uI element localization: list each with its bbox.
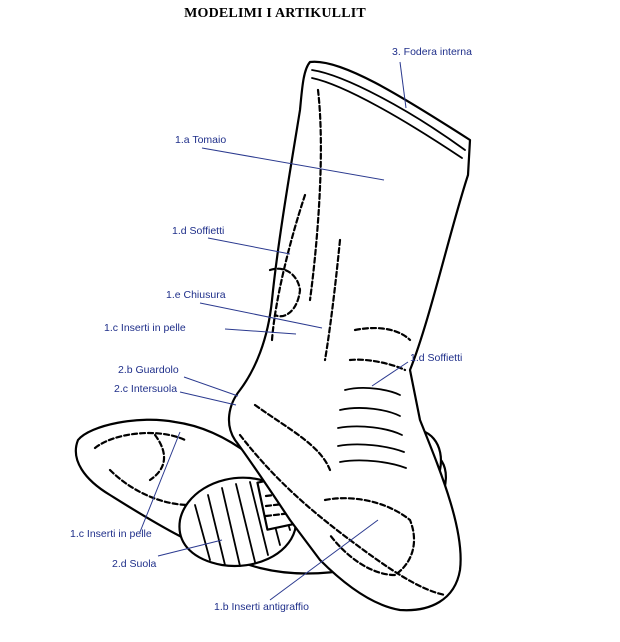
leader-soffietti-top (207, 237, 291, 255)
label-soffietti-top: 1.d Soffietti (172, 225, 225, 237)
leader-chiusura (199, 302, 323, 329)
label-tomaio: 1.a Tomaio (175, 134, 227, 146)
label-soffietti-right: 1.d Soffietti (410, 352, 463, 364)
diagram-title: MODELIMI I ARTIKULLIT (184, 6, 366, 21)
leader-suola (157, 539, 223, 557)
leader-soffietti-right (371, 361, 409, 387)
leader-fodera (399, 61, 407, 109)
leader-inserti-antigraffio (269, 519, 379, 601)
label-guardolo: 2.b Guardolo (118, 364, 179, 376)
leader-intersuola (179, 391, 237, 406)
label-inserti-pelle-bottom: 1.c Inserti in pelle (70, 528, 152, 540)
boot-front (227, 60, 472, 612)
leader-inserti-pelle-top (224, 328, 297, 335)
label-inserti-antigraffio: 1.b Inserti antigraffio (214, 601, 309, 613)
leader-inserti-pelle-bottom (139, 431, 181, 533)
label-inserti-pelle-top: 1.c Inserti in pelle (104, 322, 186, 334)
label-suola: 2.d Suola (112, 558, 157, 570)
label-intersuola: 2.c Intersuola (114, 383, 178, 395)
label-chiusura: 1.e Chiusura (166, 289, 226, 301)
leader-tomaio (201, 147, 385, 181)
leader-guardolo (183, 376, 239, 397)
label-fodera-interna: 3. Fodera interna (392, 46, 472, 58)
